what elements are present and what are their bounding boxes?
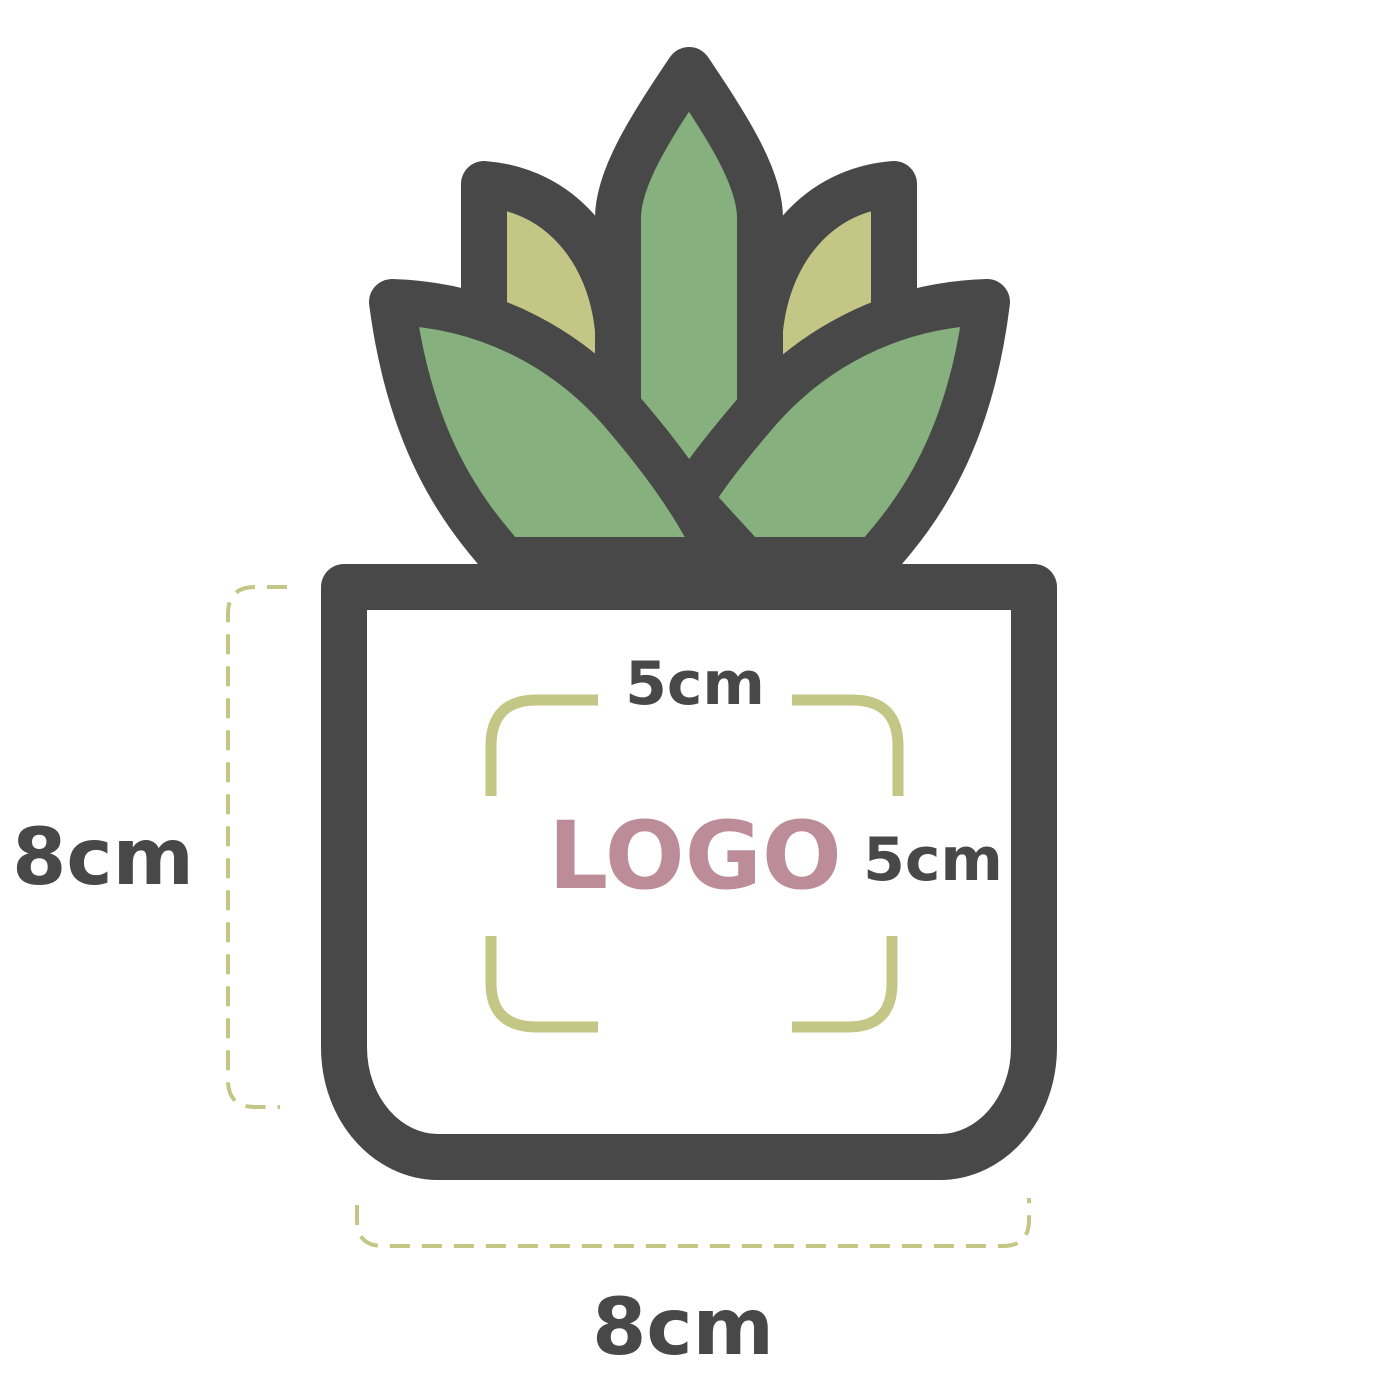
pot-width-label: 8cm xyxy=(592,1283,774,1373)
width-dimension-line xyxy=(355,1198,1031,1248)
pot-height-label: 8cm xyxy=(12,813,194,903)
logo-frame-bottom-right xyxy=(792,936,898,1033)
logo-frame-top-right xyxy=(792,694,904,796)
right-front-leaf xyxy=(667,279,1010,583)
logo-placeholder-text: LOGO xyxy=(548,802,842,911)
logo-height-label: 5cm xyxy=(863,825,1003,895)
pot xyxy=(321,564,1057,1180)
logo-width-label: 5cm xyxy=(625,649,765,719)
logo-area-frame xyxy=(485,694,904,1033)
height-dimension-line xyxy=(226,585,287,1109)
logo-frame-top-left xyxy=(485,694,598,796)
logo-frame-bottom-left xyxy=(485,936,598,1033)
